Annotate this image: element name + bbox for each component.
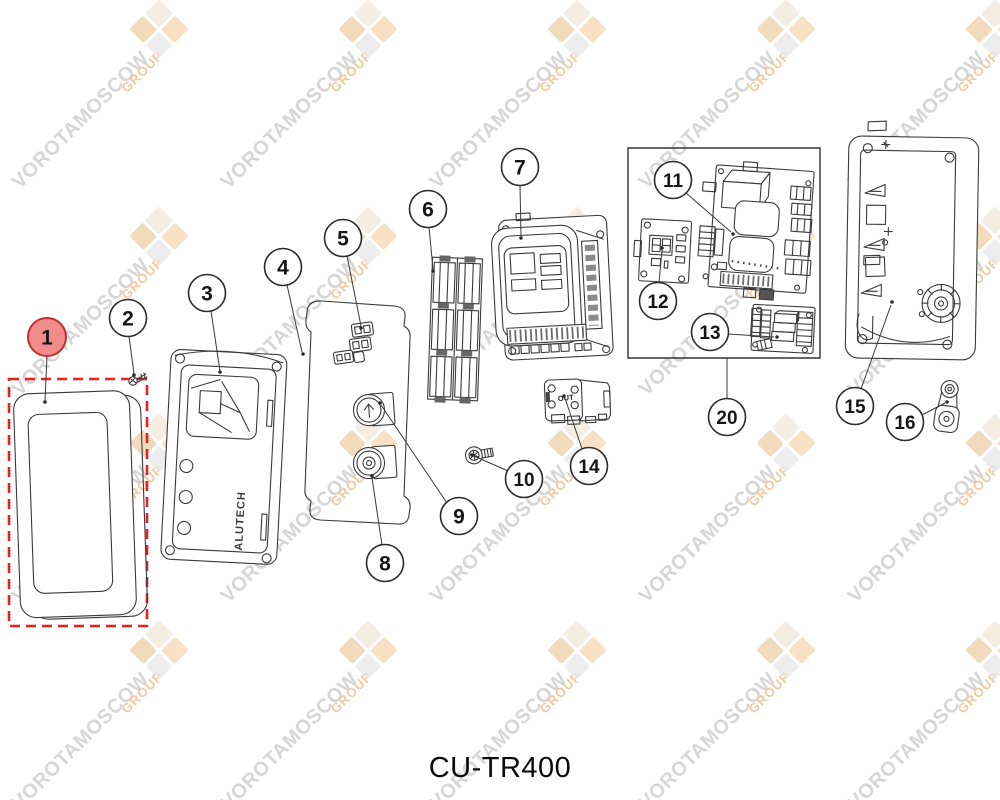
panel-brand-text: ALUTECH [233, 491, 248, 551]
panel-led-hole [177, 521, 191, 535]
panel-led-hole [179, 490, 193, 504]
svg-text:20: 20 [716, 408, 737, 429]
part-screw [464, 444, 494, 466]
callout-20[interactable]: 20 [709, 399, 746, 436]
callout-3[interactable]: 3 [189, 275, 226, 312]
cable-entry [857, 314, 873, 340]
knockout-wedge [865, 184, 885, 196]
part-display-pcb [632, 218, 691, 283]
part-front-cover [13, 390, 148, 620]
part-back-enclosure [845, 121, 979, 361]
panel-display-window [186, 374, 259, 440]
part-relay-pcb [750, 304, 815, 353]
part-hinge-pin [933, 379, 964, 433]
callout-6[interactable]: 6 [410, 191, 447, 228]
panel-led-hole [180, 459, 194, 473]
svg-text:6: 6 [422, 199, 434, 222]
knockout-slot [868, 121, 886, 131]
vent-grommet [922, 284, 961, 323]
callout-8[interactable]: 8 [367, 545, 404, 582]
svg-text:16: 16 [894, 413, 915, 434]
knockout-square [865, 257, 885, 277]
callout-9[interactable]: 9 [441, 498, 478, 535]
svg-text:8: 8 [379, 553, 391, 576]
selected-part-highlight-box [9, 379, 147, 626]
out-module-label: OUT [557, 393, 574, 404]
part-connector-strip [427, 255, 482, 404]
part-button-arrow [352, 392, 395, 427]
part-cover-screw [129, 373, 147, 385]
callout-11[interactable]: 11 [655, 162, 692, 199]
callout-10[interactable]: 10 [506, 461, 543, 498]
part-gasket [305, 301, 410, 524]
callout-2[interactable]: 2 [110, 300, 147, 337]
part-front-panel: ALUTECH [160, 349, 287, 565]
svg-text:11: 11 [663, 171, 684, 192]
part-main-pcb [695, 159, 817, 303]
svg-text:10: 10 [513, 470, 534, 491]
knockout-square [866, 205, 885, 224]
svg-text:3: 3 [201, 283, 213, 306]
svg-text:4: 4 [277, 257, 289, 280]
svg-text:5: 5 [337, 228, 349, 251]
svg-text:9: 9 [453, 506, 465, 529]
svg-text:14: 14 [578, 457, 600, 478]
part-display-module [490, 209, 613, 361]
svg-text:15: 15 [844, 397, 866, 418]
part-out-module: OUT [544, 378, 611, 425]
callout-14[interactable]: 14 [571, 448, 608, 485]
callout-13[interactable]: 13 [692, 314, 729, 351]
svg-text:1: 1 [41, 327, 53, 350]
pcb-assembly-box [628, 148, 820, 358]
callout-16[interactable]: 16 [887, 404, 924, 441]
svg-text:2: 2 [122, 308, 134, 331]
svg-text:7: 7 [514, 157, 526, 180]
page-title: CU-TR400 [428, 752, 572, 784]
module-screen [510, 253, 535, 274]
part-button-ring [352, 445, 397, 480]
callout-4[interactable]: 4 [265, 249, 302, 286]
leader-lines [43, 185, 949, 545]
svg-text:12: 12 [647, 292, 668, 313]
callout-15[interactable]: 15 [837, 388, 874, 425]
knockout-wedge [861, 284, 881, 296]
callout-1[interactable]: 1 [28, 318, 66, 356]
part-terminal-connectors [333, 322, 373, 365]
callout-12[interactable]: 12 [640, 283, 677, 320]
svg-text:13: 13 [699, 323, 720, 344]
callout-7[interactable]: 7 [502, 149, 539, 186]
callout-5[interactable]: 5 [325, 220, 362, 257]
knockout-slot [864, 255, 880, 265]
